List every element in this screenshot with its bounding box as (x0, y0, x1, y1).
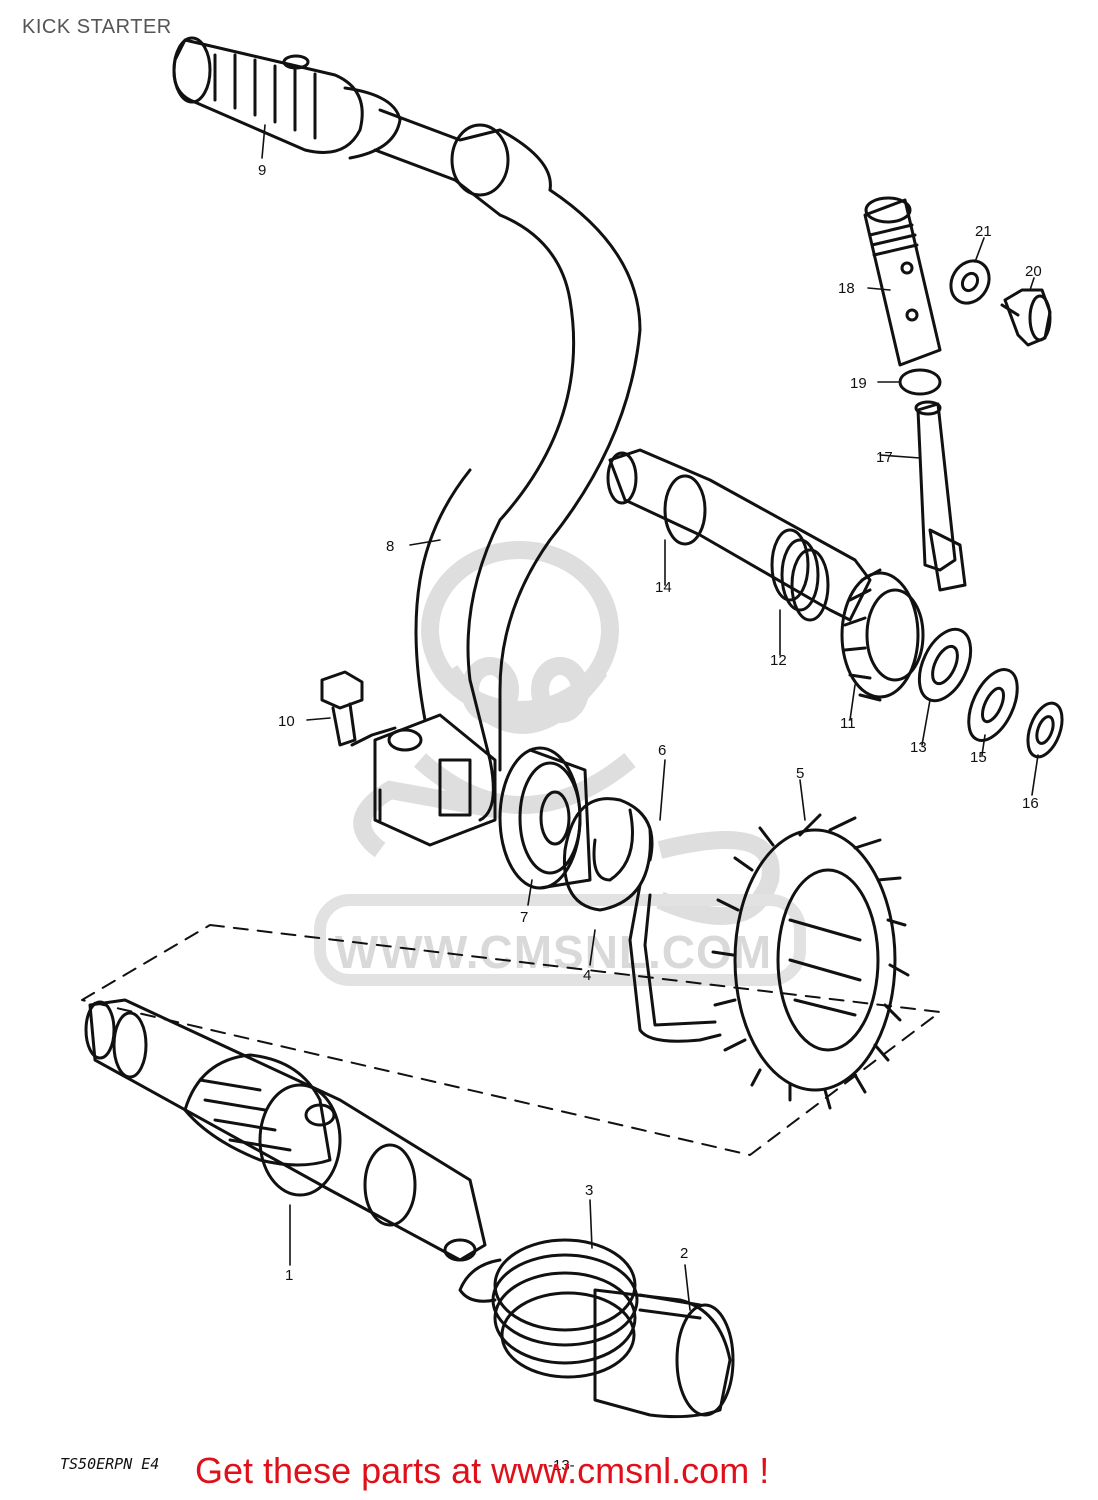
part-13-clip (917, 627, 973, 703)
part-6-spring (562, 797, 722, 1043)
part-2-collar (593, 1288, 735, 1419)
part-12-spring (770, 528, 830, 622)
footer-code: TS50ERPN E4 (60, 1455, 160, 1473)
label-1: 1 (285, 1267, 293, 1284)
label-20: 20 (1025, 263, 1042, 280)
label-13: 13 (910, 739, 927, 756)
label-6: 6 (658, 742, 666, 759)
label-10: 10 (278, 713, 295, 730)
part-9-grip (172, 36, 402, 160)
part-16-circlip (1026, 701, 1064, 759)
part-11-gear (840, 568, 925, 702)
diagram-title: KICK STARTER (22, 16, 172, 38)
label-15: 15 (970, 749, 987, 766)
part-7-seal (498, 746, 592, 890)
leader-lines (261, 124, 1039, 1311)
label-18: 18 (838, 280, 855, 297)
part-5-gear (711, 813, 910, 1110)
part-20-screw (1000, 288, 1052, 347)
label-2: 2 (680, 1245, 688, 1262)
label-5: 5 (796, 765, 804, 782)
label-9: 9 (258, 162, 266, 179)
label-4: 4 (583, 967, 591, 984)
watermark-logo (314, 541, 806, 986)
part-17-shaft (914, 400, 967, 592)
label-21: 21 (975, 223, 992, 240)
part-14-kick-shaft (606, 448, 872, 622)
promo-banner-link[interactable]: Get these parts at www.cmsnl.com ! (195, 1450, 770, 1491)
label-19: 19 (850, 375, 867, 392)
label-14: 14 (655, 579, 672, 596)
label-8: 8 (386, 538, 394, 555)
label-16: 16 (1022, 795, 1039, 812)
part-18-tube (863, 196, 942, 367)
dashed-frame (81, 924, 941, 1156)
part-21-washer (949, 259, 991, 305)
part-10-bolt (320, 670, 397, 747)
label-12: 12 (770, 652, 787, 669)
part-1-shaft (84, 998, 487, 1262)
part-8-lever (373, 108, 642, 847)
label-3: 3 (585, 1182, 593, 1199)
part-3-spring (458, 1238, 639, 1379)
part-19-oring (898, 368, 942, 396)
label-7: 7 (520, 909, 528, 926)
label-17: 17 (876, 449, 893, 466)
label-11: 11 (840, 715, 856, 732)
part-15-washer (967, 668, 1019, 742)
page-number: -13- (548, 1457, 575, 1474)
watermark-text: WWW.CMSNL.COM (335, 926, 773, 978)
